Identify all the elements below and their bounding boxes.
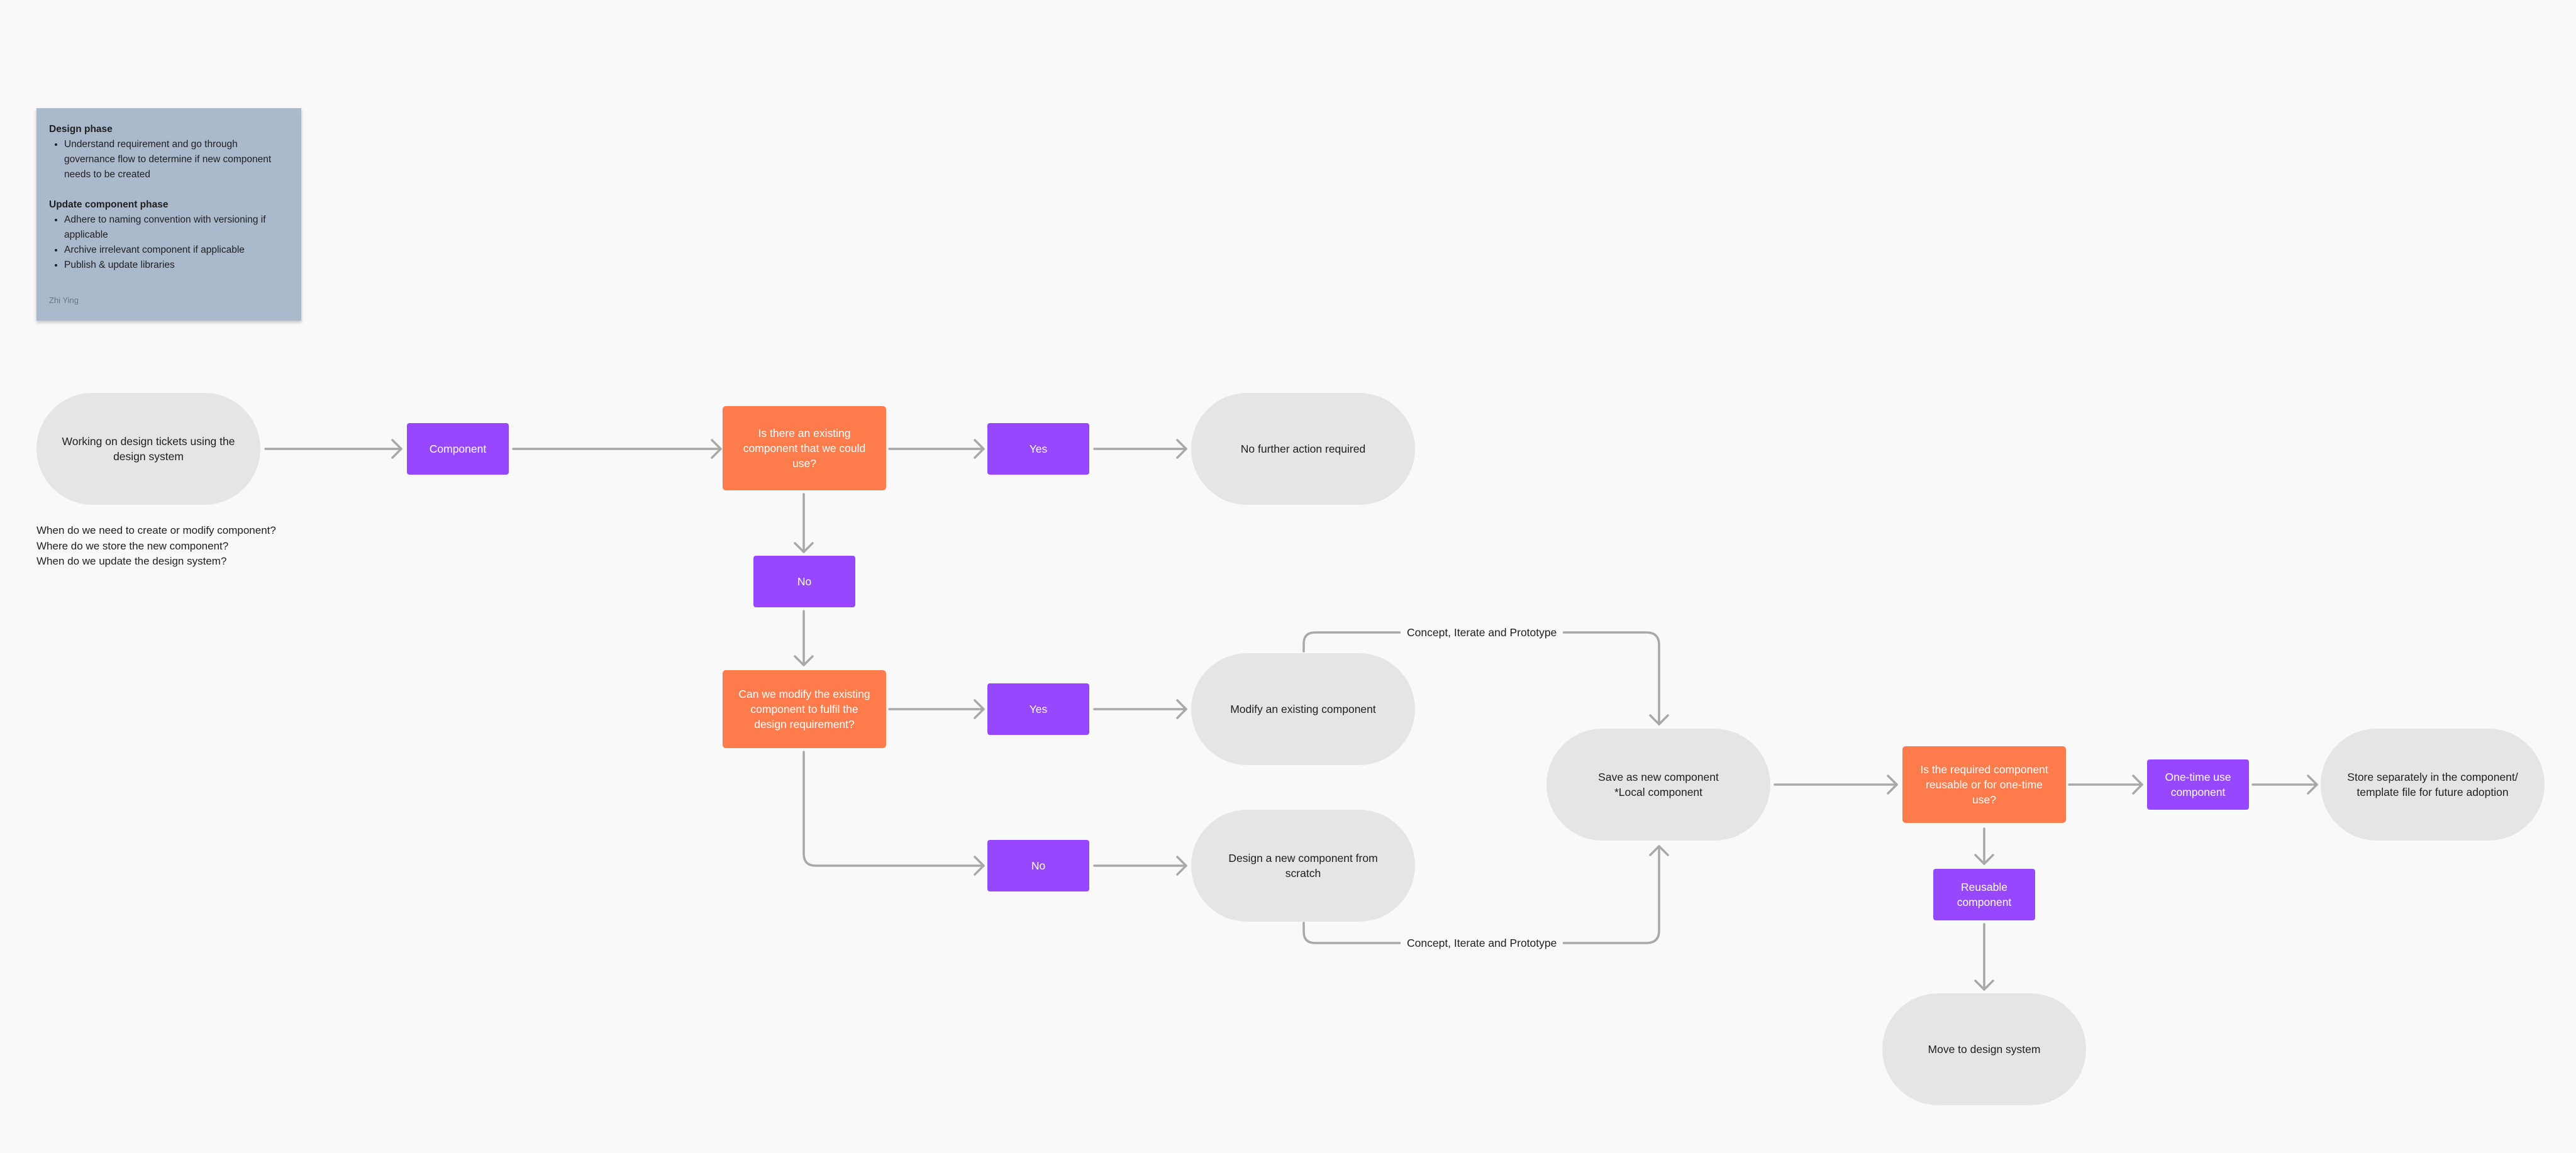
edge-yes-to-modify-existing <box>1093 699 1187 719</box>
edge-no-to-modify-question <box>794 610 814 666</box>
sticky-bullet: Archive irrelevant component if applicab… <box>64 243 289 258</box>
edge-working-to-component <box>264 439 402 459</box>
edge-label-top-loop: Concept, Iterate and Prototype <box>1401 626 1563 639</box>
node-no-further-action[interactable]: No further action required <box>1191 393 1415 505</box>
sticky-heading-update-phase: Update component phase <box>49 199 169 210</box>
question-line: When do we update the design system? <box>36 555 227 567</box>
edge-existing-question-to-no <box>794 493 814 553</box>
sticky-author: Zhi Ying <box>49 295 79 305</box>
node-existing-component-question[interactable]: Is there an existing component that we c… <box>723 406 886 490</box>
node-store-separately[interactable]: Store separately in the component/ templ… <box>2321 729 2545 841</box>
sticky-list-update-phase: Adhere to naming convention with version… <box>49 212 289 273</box>
question-line: When do we need to create or modify comp… <box>36 524 276 536</box>
node-reusable-question[interactable]: Is the required component reusable or fo… <box>1902 746 2066 823</box>
edge-save-new-to-reusable-question <box>1774 775 1898 795</box>
edge-label-bottom-loop: Concept, Iterate and Prototype <box>1401 936 1563 950</box>
edge-no-to-design-new <box>1093 856 1187 876</box>
node-yes-2[interactable]: Yes <box>987 683 1089 735</box>
node-reusable-component[interactable]: Reusable component <box>1933 869 2035 920</box>
node-yes-1[interactable]: Yes <box>987 423 1089 475</box>
sticky-bullet: Understand requirement and go through go… <box>64 137 289 182</box>
question-line: Where do we store the new component? <box>36 539 229 552</box>
sticky-bullet: Adhere to naming convention with version… <box>64 212 289 243</box>
edge-modify-question-to-yes <box>888 699 985 719</box>
node-no-1[interactable]: No <box>753 556 855 607</box>
edge-existing-question-to-yes <box>888 439 985 459</box>
edge-reusable-question-to-reusable-component <box>1974 827 1994 865</box>
node-component[interactable]: Component <box>407 423 509 475</box>
sticky-heading-design-phase: Design phase <box>49 124 113 135</box>
edge-component-to-existing-question <box>512 439 722 459</box>
node-save-new[interactable]: Save as new component *Local component <box>1546 729 1770 841</box>
node-no-2[interactable]: No <box>987 840 1089 891</box>
node-modify-question[interactable]: Can we modify the existing component to … <box>723 670 886 748</box>
edge-reusable-question-to-one-time <box>2068 775 2143 795</box>
node-move-to-design-system[interactable]: Move to design system <box>1882 993 2086 1105</box>
edge-one-time-to-store-separately <box>2251 775 2318 795</box>
sticky-note[interactable]: Design phase Understand requirement and … <box>36 108 301 321</box>
edge-yes-to-no-further-action <box>1093 439 1187 459</box>
node-modify-existing[interactable]: Modify an existing component <box>1191 653 1415 765</box>
sticky-list-design-phase: Understand requirement and go through go… <box>49 137 289 182</box>
edge-reusable-component-to-design-system <box>1974 923 1994 991</box>
questions-text[interactable]: When do we need to create or modify comp… <box>36 523 276 570</box>
edge-modify-question-to-no <box>802 751 985 876</box>
node-one-time-use[interactable]: One-time use component <box>2147 759 2249 810</box>
node-working-on-tickets[interactable]: Working on design tickets using the desi… <box>36 393 260 505</box>
node-design-new[interactable]: Design a new component from scratch <box>1191 810 1415 922</box>
sticky-bullet: Publish & update libraries <box>64 258 289 273</box>
